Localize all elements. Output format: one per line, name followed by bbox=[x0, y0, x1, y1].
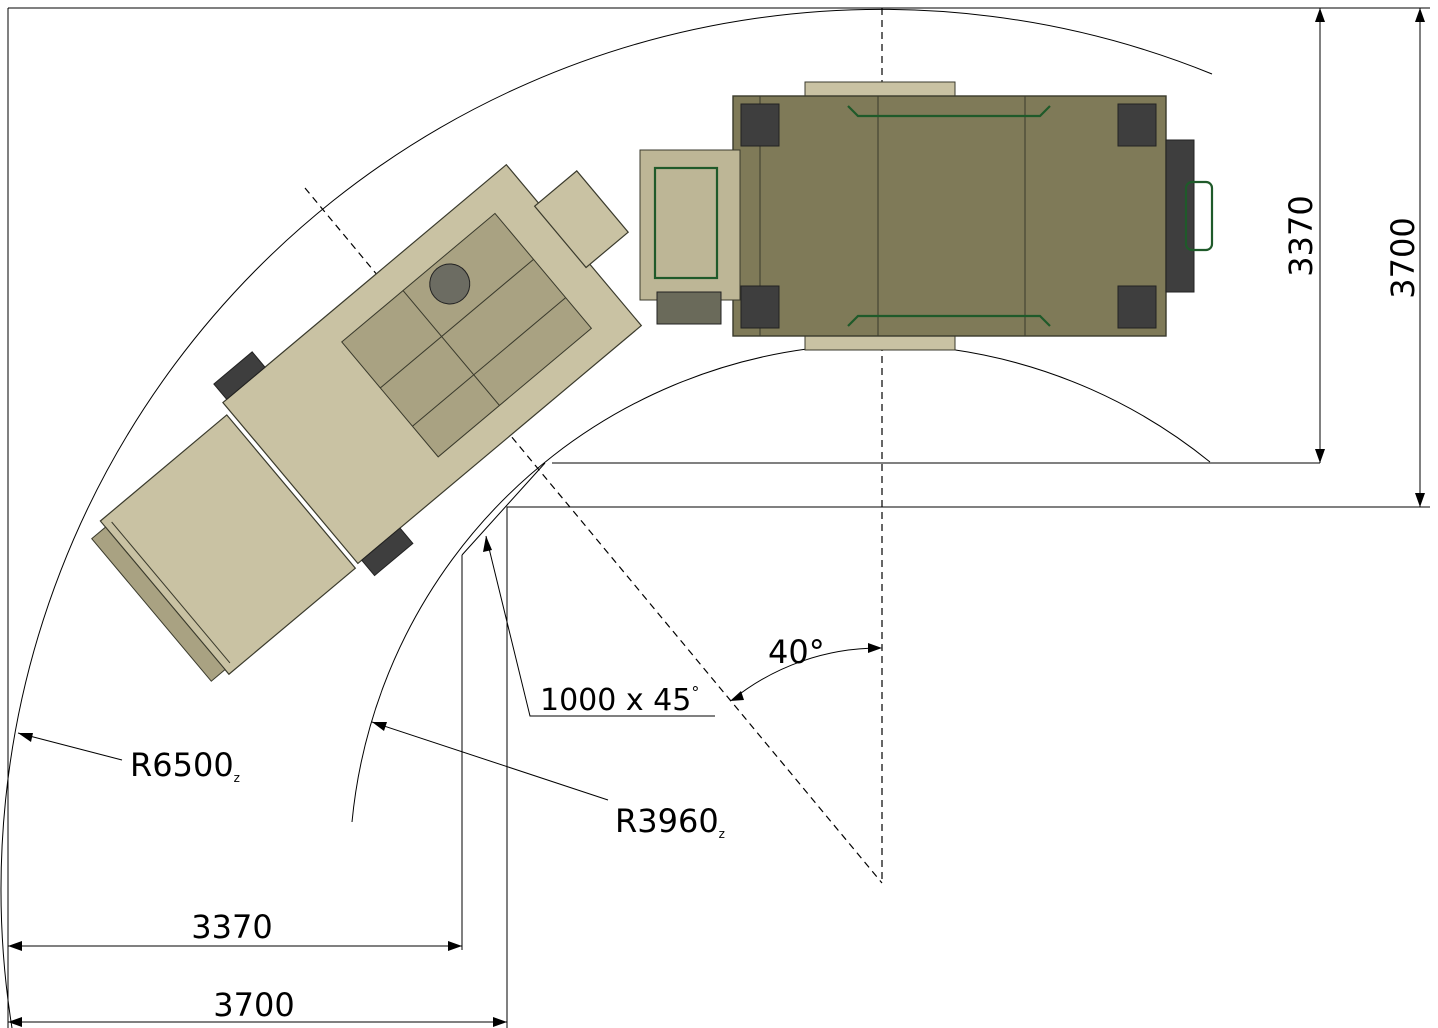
arrow-right-outer-top bbox=[1415, 8, 1425, 22]
front-neck bbox=[533, 170, 630, 269]
front-vehicle-unit bbox=[91, 163, 643, 682]
chamfer-label: 1000 x 45° bbox=[540, 683, 699, 718]
chamfer-leader-line bbox=[485, 535, 715, 717]
outer-radius-value: R6500 bbox=[130, 746, 234, 784]
arrow-bottom-inner-right bbox=[448, 941, 462, 951]
hitch-grille bbox=[656, 291, 722, 325]
chamfer-value: 1000 x 45 bbox=[540, 683, 691, 718]
arrow-right-inner-top bbox=[1315, 8, 1325, 22]
arrow-bottom-outer-left bbox=[8, 1017, 22, 1027]
inner-turning-arc bbox=[351, 343, 1211, 823]
arrow-right-outer-bottom bbox=[1415, 493, 1425, 507]
inner-radius-value: R3960 bbox=[615, 802, 719, 840]
front-tray-edge bbox=[111, 521, 231, 664]
front-deck-line-1 bbox=[380, 258, 534, 389]
angle-arrow-left bbox=[730, 691, 744, 701]
arrow-right-inner-bottom bbox=[1315, 449, 1325, 463]
front-tray-lip bbox=[91, 526, 226, 682]
right-outer-dim-label: 3700 bbox=[1384, 217, 1422, 298]
outer-radius-label: R6500z bbox=[130, 746, 240, 785]
rear-ladder bbox=[1184, 180, 1214, 252]
inner-radius-label: R3960z bbox=[615, 802, 725, 841]
outer-radius-leader bbox=[17, 732, 123, 761]
front-tire-1 bbox=[213, 351, 266, 401]
outer-radius-suffix: z bbox=[234, 771, 240, 785]
right-inner-dim-label: 3370 bbox=[1282, 195, 1320, 276]
angle-arrow-right bbox=[868, 643, 882, 653]
chamfer-leader-arrow bbox=[483, 536, 492, 552]
front-tire-2 bbox=[361, 527, 414, 577]
arrow-bottom-outer-right bbox=[493, 1017, 507, 1027]
rear-tire-back-left bbox=[740, 285, 780, 329]
inner-radius-leader bbox=[371, 721, 609, 801]
rear-tire-front-right bbox=[1117, 103, 1157, 147]
inner-radius-arrow bbox=[372, 722, 387, 731]
front-deck-line-2 bbox=[412, 297, 566, 427]
front-exhaust bbox=[429, 263, 471, 305]
angle-label: 40° bbox=[768, 633, 825, 671]
bottom-outer-dim-label: 3700 bbox=[213, 986, 294, 1024]
hitch-frame bbox=[653, 166, 719, 280]
inner-corridor-chamfer bbox=[461, 462, 546, 556]
inner-radius-suffix: z bbox=[719, 827, 725, 841]
hitch-block bbox=[639, 149, 741, 301]
outer-radius-arrow bbox=[18, 733, 33, 742]
inner-corridor-corner bbox=[506, 506, 1430, 1028]
rear-bumper bbox=[1165, 139, 1195, 293]
rear-body bbox=[732, 95, 1167, 337]
arrow-bottom-inner-left bbox=[8, 941, 22, 951]
rear-tire-back-right bbox=[1117, 285, 1157, 329]
outer-turning-arc bbox=[0, 8, 1213, 1028]
front-engine-deck bbox=[341, 212, 593, 458]
rear-top-rail bbox=[847, 105, 1051, 118]
rear-tire-front-left bbox=[740, 103, 780, 147]
front-deck-line-3 bbox=[402, 290, 500, 406]
rear-vehicle-unit bbox=[639, 81, 1214, 351]
bottom-inner-dim-label: 3370 bbox=[191, 908, 272, 946]
rear-bottom-rail bbox=[847, 314, 1051, 327]
chamfer-degree-mark: ° bbox=[691, 683, 699, 702]
angle-arc bbox=[731, 647, 881, 701]
